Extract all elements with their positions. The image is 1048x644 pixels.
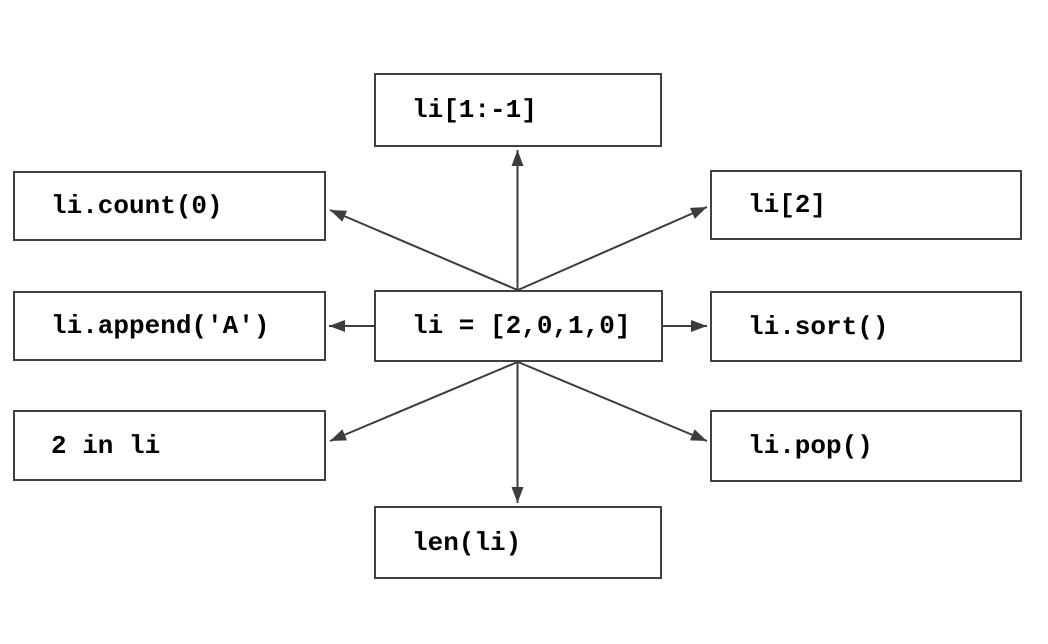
node-index-label: li[2] xyxy=(748,190,827,220)
arrow-center-to-index xyxy=(517,206,708,291)
node-pop: li.pop() xyxy=(710,410,1022,482)
arrow-center-to-pop xyxy=(517,361,708,442)
node-slice-label: li[1:-1] xyxy=(412,95,537,125)
node-sort-label: li.sort() xyxy=(748,311,889,342)
node-count: li.count(0) xyxy=(13,171,326,241)
node-index: li[2] xyxy=(710,170,1022,240)
node-len-label: len(li) xyxy=(412,527,522,558)
node-contains: 2 in li xyxy=(13,410,326,481)
node-pop-label: li.pop() xyxy=(748,431,873,461)
arrow-center-to-contains xyxy=(329,361,518,442)
node-sort: li.sort() xyxy=(710,291,1022,362)
node-append-label: li.append('A') xyxy=(51,311,270,341)
arrow-center-to-count xyxy=(329,209,518,291)
node-center-list-definition: li = [2,0,1,0] xyxy=(374,290,663,362)
node-count-label: li.count(0) xyxy=(51,191,223,221)
node-len: len(li) xyxy=(374,506,662,579)
node-contains-label: 2 in li xyxy=(51,430,161,461)
node-slice: li[1:-1] xyxy=(374,73,662,147)
node-append: li.append('A') xyxy=(13,291,326,361)
node-center-label: li = [2,0,1,0] xyxy=(412,311,631,341)
